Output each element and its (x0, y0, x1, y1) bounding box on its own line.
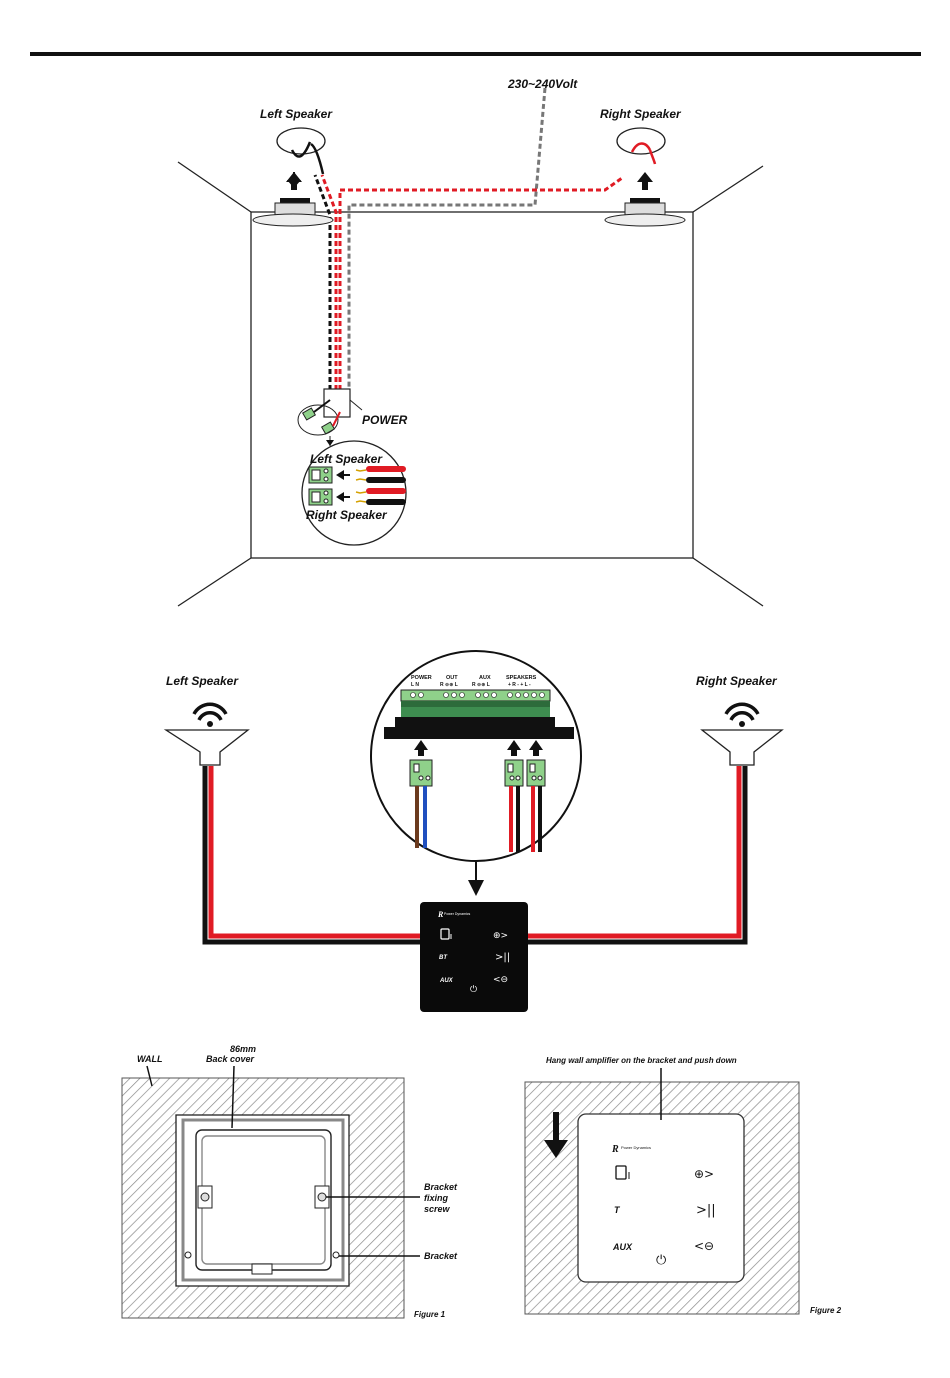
right-ceiling-speaker (604, 127, 686, 227)
arrow-up-icon (637, 172, 653, 190)
ceiling-edge-left (177, 161, 252, 213)
detail-right-speaker-label: Right Speaker (306, 508, 388, 522)
terminal-out-pins: R ⊖⊕ L (440, 682, 458, 688)
screw-icon (317, 1192, 327, 1202)
volume-up-next-icon: ⊕> (694, 1167, 714, 1181)
terminal-power-pins: L N (411, 682, 419, 688)
floor-edge-left (177, 557, 252, 607)
volume-down-prev-icon: <⊖ (493, 975, 508, 985)
wall-box (323, 388, 351, 418)
terminal-out-label: OUT (446, 675, 458, 681)
arrow-down-icon (468, 880, 484, 896)
power-icon: ⏻ (656, 1253, 666, 1268)
sd-card-icon (615, 1165, 627, 1180)
power-icon: ⏻ (470, 984, 477, 995)
left-speaker-label: Left Speaker (260, 107, 333, 121)
brand-logo-text: Power Dynamics (621, 1145, 651, 1150)
arrow-up-icon (507, 740, 521, 756)
play-pause-icon: >|| (696, 1203, 716, 1218)
figure-2-caption: Figure 2 (810, 1306, 842, 1315)
back-wall (250, 211, 694, 559)
figure-1: WALL 86mm Back cover Bracket fixing scre… (121, 1044, 458, 1319)
panel-bt-label: BT (439, 955, 448, 961)
brand-logo: R (611, 1144, 619, 1155)
ceiling-edge-right (692, 165, 764, 213)
wiring-left-speaker-label: Left Speaker (166, 674, 239, 688)
arrow-left-icon (336, 492, 344, 502)
left-speaker-icon (163, 702, 250, 766)
wiring-right-speaker-label: Right Speaker (696, 674, 778, 688)
volume-up-next-icon: ⊕> (493, 931, 508, 941)
bracket-screw-label-1: Bracket (424, 1182, 458, 1192)
arrow-up-icon (286, 172, 302, 190)
left-speaker-cable-red (320, 174, 338, 398)
amplifier-panel-front: R Power Dynamics ⊕> BT >|| AUX <⊖ ⏻ (420, 902, 528, 1012)
volume-down-prev-icon: <⊖ (694, 1239, 714, 1253)
floor-edge-right (692, 557, 764, 607)
detail-left-speaker-label: Left Speaker (310, 452, 383, 466)
header-rule (30, 52, 921, 56)
right-speaker-cable (528, 766, 748, 945)
terminal-detail: POWER L N OUT R ⊖⊕ L AUX R ⊖⊕ L SPEAKERS… (370, 650, 582, 862)
hang-instruction: Hang wall amplifier on the bracket and p… (546, 1056, 737, 1065)
bracket-label: Bracket (424, 1251, 458, 1261)
screw-icon (200, 1192, 210, 1202)
power-label: POWER (362, 413, 408, 427)
terminal-speakers-label: SPEAKERS (506, 675, 537, 681)
bracket-screw-label-2: fixing (424, 1193, 449, 1203)
arrow-up-icon (414, 740, 428, 756)
panel-bt-label-figure2: T (614, 1205, 621, 1215)
back-cover-label: Back cover (206, 1054, 255, 1064)
brand-logo-text: Power Dynamics (444, 912, 471, 916)
panel-aux-label-figure2: AUX (612, 1242, 633, 1252)
left-speaker-cable-black (313, 174, 332, 398)
arrow-left-icon (336, 470, 344, 480)
panel-aux-label: AUX (439, 978, 454, 984)
mains-voltage-label: 230~240Volt (507, 77, 578, 91)
terminal-power-label: POWER (411, 675, 432, 681)
arrow-up-icon (529, 740, 543, 756)
play-pause-icon: >|| (495, 952, 510, 963)
terminal-aux-label: AUX (479, 675, 491, 681)
terminal-aux-pins: R ⊖⊕ L (472, 682, 490, 688)
figure-1-caption: Figure 1 (414, 1310, 446, 1319)
left-ceiling-speaker (252, 127, 334, 227)
terminal-speakers-pins: + R - + L - (508, 682, 531, 688)
connector-detail: Left Speaker Right Speaker (301, 440, 407, 546)
left-speaker-cable (202, 766, 420, 945)
room-diagram: Left Speaker Right Speaker 230~240Volt P… (177, 77, 764, 607)
wiring-diagram: Left Speaker Right Speaker (163, 650, 784, 1012)
mains-cable (347, 87, 547, 398)
right-speaker-label: Right Speaker (600, 107, 682, 121)
bracket-screw-label-3: screw (424, 1204, 451, 1214)
brand-logo: R (437, 910, 444, 919)
arrow-down-icon (544, 1112, 568, 1158)
right-speaker-cable-red (338, 176, 623, 398)
wall-label: WALL (137, 1054, 163, 1064)
sd-card-icon (440, 928, 450, 940)
back-cover-size-label: 86mm (230, 1044, 256, 1054)
figure-2: Hang wall amplifier on the bracket and p… (524, 1056, 842, 1315)
right-speaker-icon (700, 702, 784, 766)
